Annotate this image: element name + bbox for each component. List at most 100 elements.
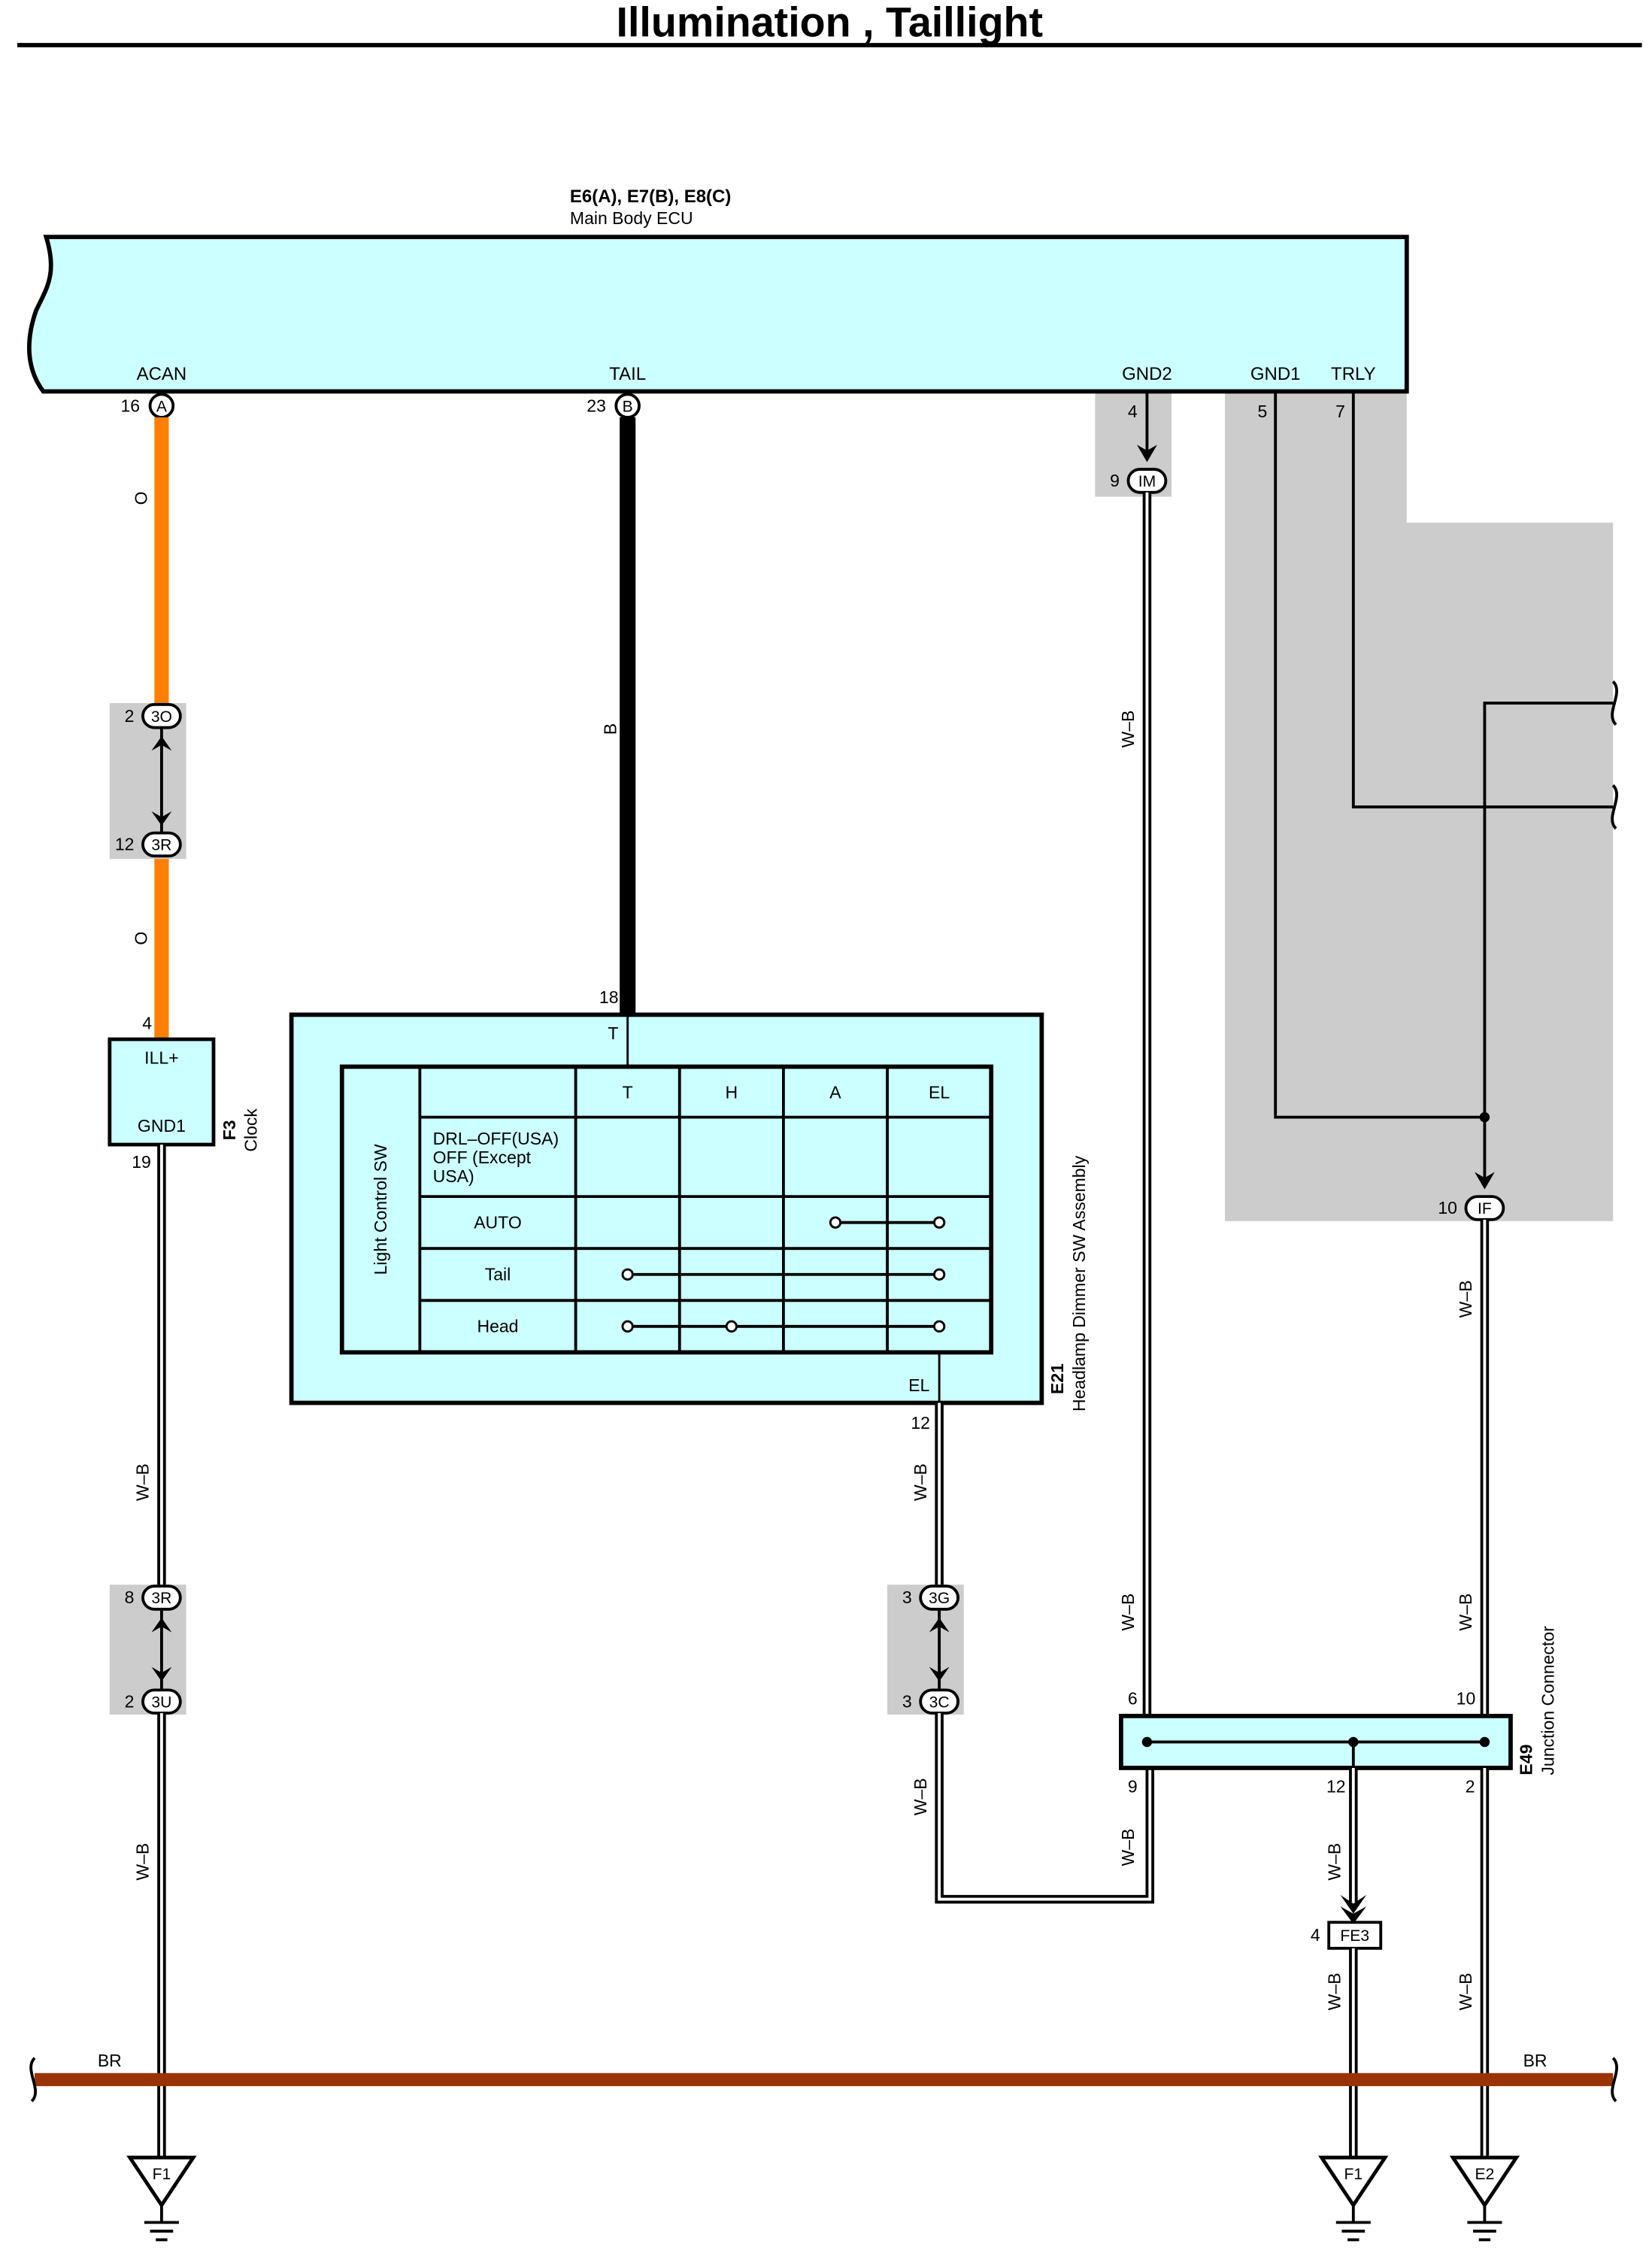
conn-arrow-3g <box>929 1618 950 1633</box>
wire-label-wb-clock-2: W–B <box>133 1843 153 1881</box>
conn-3u-pin: 2 <box>125 1691 135 1711</box>
conn-3o-pin: 2 <box>125 706 135 726</box>
conn-3r-lower-badge <box>141 1584 182 1611</box>
junction-pin-in-right: 10 <box>1456 1689 1476 1709</box>
conn-if-pin: 10 <box>1438 1198 1457 1217</box>
conn-3r-upper-pin: 12 <box>115 835 135 854</box>
conn-3o-label: 3O <box>151 708 172 726</box>
switch-terminal-t: T <box>608 1023 618 1043</box>
wire-label-wb-fe3-2: W–B <box>1325 1972 1344 2010</box>
switch-col-a: A <box>829 1083 841 1102</box>
ecu-pin-acan-number: 16 <box>121 396 141 415</box>
wire-label-wb-fe3-1: W–B <box>1325 1843 1344 1881</box>
ground-e2 <box>1449 2155 1520 2242</box>
ground-f1-left-label: F1 <box>153 2166 171 2183</box>
switch-continuity-auto <box>829 1216 946 1229</box>
wire-label-wb-el-2: W–B <box>911 1778 930 1815</box>
wire-wb-el-lower <box>935 1713 1155 1904</box>
clock-component <box>108 1037 216 1147</box>
switch-name: Headlamp Dimmer SW Assembly <box>1069 1155 1089 1412</box>
ecu-terminal-acan: ACAN <box>137 364 187 384</box>
ground-f1-right <box>1318 2155 1389 2242</box>
conn-fe3-pin: 4 <box>1311 1925 1320 1945</box>
conn-arrow-3c <box>929 1666 950 1681</box>
conn-3c-label: 3C <box>929 1694 950 1711</box>
junction-node-left <box>1141 1736 1153 1748</box>
clock-pin-ill: 4 <box>142 1014 152 1033</box>
switch-terminal-el: EL <box>908 1375 929 1395</box>
wire-label-wb-e2: W–B <box>1456 1972 1475 2010</box>
switch-pin-el: 12 <box>911 1413 930 1433</box>
wire-label-wb-if-2: W–B <box>1456 1593 1475 1631</box>
conn-3g-label: 3G <box>929 1590 950 1607</box>
ground-e2-label: E2 <box>1475 2166 1495 2183</box>
conn-fe3-label: FE3 <box>1340 1927 1369 1945</box>
switch-row-tail: Tail <box>485 1264 511 1284</box>
junction-name: Junction Connector <box>1538 1626 1558 1775</box>
wire-label-wb-gnd2-3: W–B <box>1118 1829 1138 1866</box>
junction-pin-out-right: 2 <box>1466 1777 1475 1797</box>
conn-im-label: IM <box>1138 473 1156 490</box>
wire-wb-el-lower-core <box>938 1713 1152 1901</box>
wire-branch-upper <box>1483 702 1614 1184</box>
break-mark-lower <box>1611 784 1618 830</box>
ecu-pin-b-letter: B <box>623 398 633 415</box>
ecu-terminal-gnd2: GND2 <box>1122 364 1172 384</box>
conn-im-pin: 9 <box>1110 471 1120 490</box>
row-line: DRL–OFF(USA) <box>433 1129 559 1148</box>
wire-label-wb-gnd2-1: W–B <box>1118 711 1138 748</box>
switch-table-title: Light Control SW <box>371 1144 390 1275</box>
switch-row-head: Head <box>477 1317 518 1336</box>
wire-label-wb-if-1: W–B <box>1456 1280 1475 1318</box>
conn-arrow-3r-lower <box>151 1618 172 1633</box>
bus-label-br-right: BR <box>1523 2051 1547 2070</box>
clock-terminal-gnd: GND1 <box>138 1116 186 1136</box>
wire-label-wb-el-1: W–B <box>911 1463 930 1501</box>
conn-3u-label: 3U <box>151 1694 171 1711</box>
wire-label-b: B <box>600 723 620 735</box>
conn-3r-lower-label: 3R <box>151 1590 171 1607</box>
junction-pin-out-mid: 12 <box>1326 1777 1346 1797</box>
wire-label-o-lower: O <box>132 932 151 945</box>
conn-arrow-3o <box>151 736 172 751</box>
conn-arrow-3u <box>151 1666 172 1681</box>
switch-code: E21 <box>1047 1363 1067 1394</box>
wire-trly <box>1351 391 1614 808</box>
ecu-name: Main Body ECU <box>570 208 693 228</box>
ecu-pin-a-letter: A <box>156 398 168 415</box>
switch-continuity-tail <box>621 1268 946 1281</box>
switch-table <box>339 1064 994 1355</box>
ecu-pin-gnd2-number: 4 <box>1128 402 1138 421</box>
clock-code: F3 <box>220 1120 239 1140</box>
wire-label-wb-clock-1: W–B <box>133 1463 153 1501</box>
junction-node-right <box>1479 1736 1490 1748</box>
ground-f1-right-label: F1 <box>1344 2166 1363 2183</box>
switch-pin-t: 18 <box>599 987 619 1007</box>
conn-if-label: IF <box>1478 1200 1492 1217</box>
clock-pin-gnd: 19 <box>132 1152 151 1172</box>
junction-pin-in-left: 6 <box>1128 1689 1138 1709</box>
row-line: OFF (Except <box>433 1148 532 1167</box>
page-title: Illumination , Taillight <box>617 0 1044 45</box>
ecu-pin-tail-number: 23 <box>587 396 606 415</box>
ecu-pin-gnd1-number: 5 <box>1258 402 1268 421</box>
conn-3r-upper-label: 3R <box>151 837 171 854</box>
ground-f1-left <box>126 2155 197 2242</box>
conn-3g-badge <box>919 1584 959 1611</box>
row-line: USA) <box>433 1166 474 1186</box>
switch-col-t: T <box>623 1083 633 1102</box>
switch-row-auto: AUTO <box>474 1212 522 1232</box>
conn-arrow-3r <box>151 811 172 826</box>
bus-break-right <box>1611 2057 1618 2103</box>
ecu-terminal-tail: TAIL <box>609 364 646 384</box>
conn-arrow-fe3-2 <box>1340 1906 1367 1924</box>
wire-label-o-upper: O <box>132 492 151 505</box>
conn-3r-upper-badge <box>141 831 182 858</box>
switch-table-grid <box>418 1066 992 1353</box>
clock-name: Clock <box>241 1108 261 1152</box>
switch-col-h: H <box>726 1083 738 1102</box>
switch-continuity-head <box>621 1320 946 1333</box>
break-mark-upper <box>1611 680 1618 726</box>
